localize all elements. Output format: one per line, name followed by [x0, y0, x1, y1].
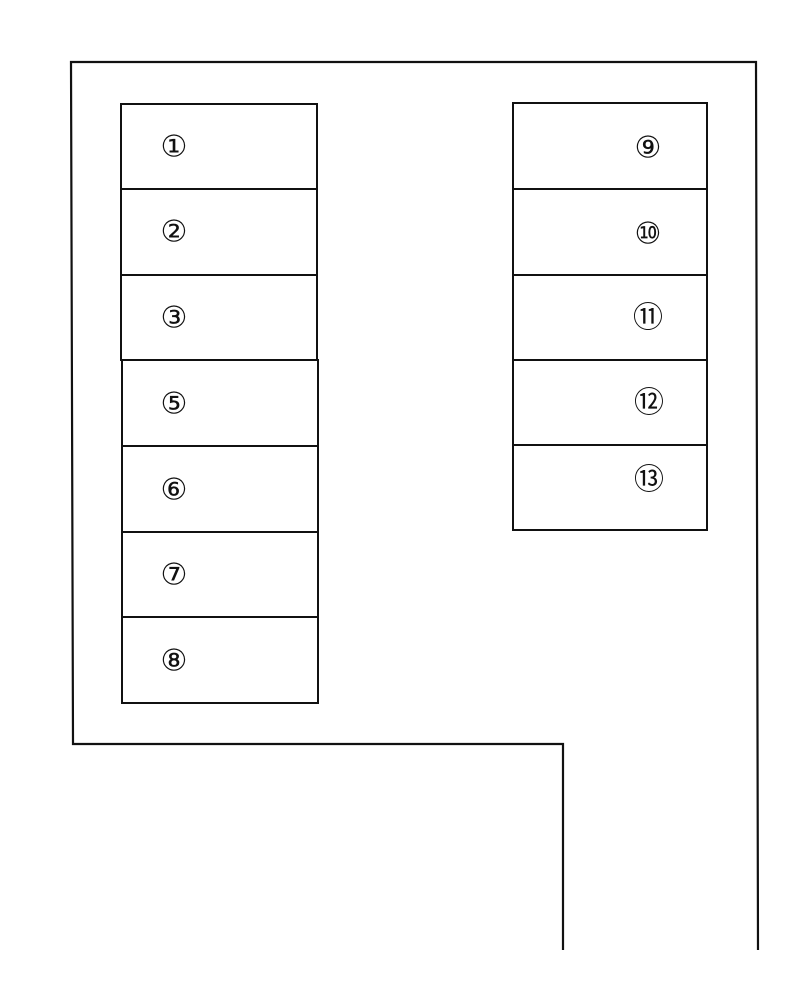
space-number-label: ⑪: [633, 301, 663, 336]
space-number-label: ⑬: [634, 463, 664, 498]
space-number-label: ⑫: [634, 386, 664, 421]
space-number-label: ⑥: [161, 473, 188, 508]
parking-space-outline: [121, 531, 319, 618]
parking-space-outline: [512, 359, 708, 446]
left-space-column: ① ② ③ ⑤ ⑥ ⑦ ⑧: [120, 103, 319, 704]
parking-space-outline: [512, 102, 708, 190]
parking-space[interactable]: ②: [120, 188, 318, 276]
parking-space[interactable]: ⑧: [121, 616, 319, 704]
parking-space-outline: [120, 103, 318, 190]
parking-space[interactable]: ⑥: [121, 445, 319, 533]
space-number-label: ⑤: [161, 387, 188, 422]
space-number-label: ②: [161, 215, 188, 250]
parking-space[interactable]: ③: [120, 274, 318, 361]
space-number-label: ⑦: [161, 558, 188, 593]
space-number-label: ⑩: [635, 217, 662, 252]
parking-space[interactable]: ⑬: [512, 444, 708, 531]
space-number-label: ①: [161, 130, 188, 165]
parking-space-outline: [512, 444, 708, 531]
parking-space[interactable]: ⑫: [512, 359, 708, 446]
parking-space-outline: [121, 445, 319, 533]
parking-space[interactable]: ⑦: [121, 531, 319, 618]
parking-space-outline: [121, 359, 319, 447]
parking-space-outline: [121, 616, 319, 704]
parking-space-outline: [512, 274, 708, 361]
space-number-label: ③: [161, 301, 188, 336]
parking-space[interactable]: ⑩: [512, 188, 708, 276]
parking-space[interactable]: ⑪: [512, 274, 708, 361]
space-number-label: ⑧: [161, 644, 188, 679]
right-space-column: ⑨ ⑩ ⑪ ⑫ ⑬: [512, 102, 708, 531]
parking-space[interactable]: ⑤: [121, 359, 319, 447]
parking-space[interactable]: ⑨: [512, 102, 708, 190]
parking-space-outline: [120, 188, 318, 276]
parking-space[interactable]: ①: [120, 103, 318, 190]
space-number-label: ⑨: [635, 131, 662, 166]
parking-space-outline: [120, 274, 318, 361]
parking-space-outline: [512, 188, 708, 276]
lot-boundary: [69, 60, 760, 951]
